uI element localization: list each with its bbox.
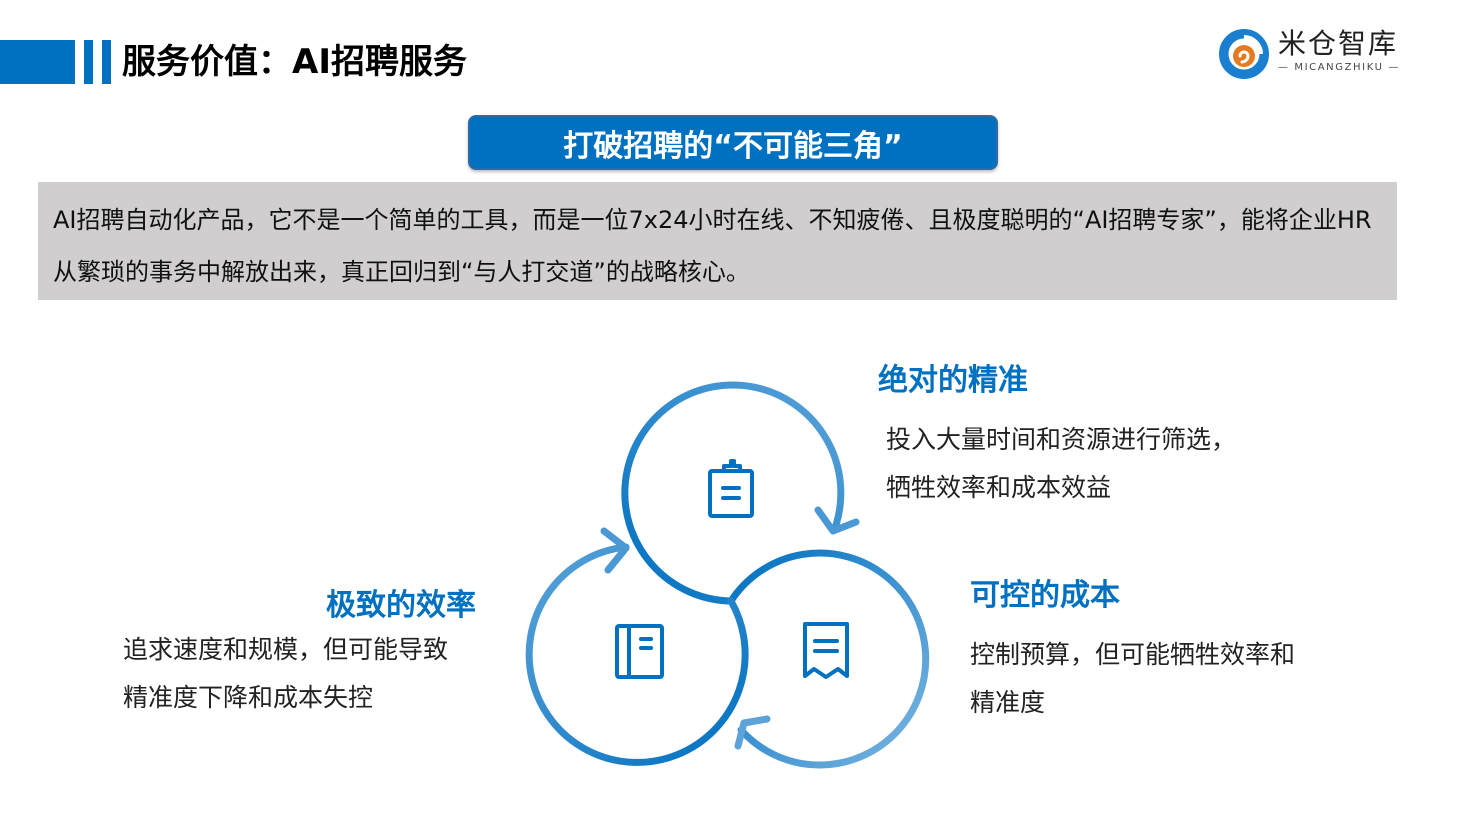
impossible-triangle-banner: 打破招聘的“不可能三角” <box>468 115 998 170</box>
intro-box: AI招聘自动化产品，它不是一个简单的工具，而是一位7x24小时在线、不知疲倦、且… <box>38 182 1397 300</box>
precision-desc-line: 投入大量时间和资源进行筛选， <box>886 425 1237 454</box>
notebook-icon <box>615 624 664 679</box>
precision-title: 绝对的精准 <box>878 363 1028 398</box>
header-accent-stripe <box>84 40 93 84</box>
precision-description: 投入大量时间和资源进行筛选， 牺牲效率和成本效益 <box>886 416 1236 512</box>
swirl-logo-icon <box>1219 29 1269 79</box>
precision-desc-line: 牺牲效率和成本效益 <box>886 473 1112 502</box>
logo-name-en: — MICANGZHIKU — <box>1278 62 1400 73</box>
receipt-icon <box>803 622 849 679</box>
efficiency-desc-line: 精准度下降和成本失控 <box>123 683 374 712</box>
circle-cost <box>727 549 930 769</box>
logo-name-cn: 米仓智库 <box>1278 27 1399 60</box>
circle-efficiency <box>525 527 749 766</box>
banner-title: 打破招聘的“不可能三角” <box>563 128 903 164</box>
header-accent-bar <box>0 40 75 84</box>
header-accent-stripe <box>102 40 111 84</box>
cost-title: 可控的成本 <box>970 578 1120 613</box>
circle-precision <box>621 381 860 605</box>
page-title: 服务价值：AI招聘服务 <box>122 42 467 82</box>
clipboard-icon <box>708 459 754 518</box>
cost-desc-line: 精准度 <box>970 688 1046 717</box>
cost-desc-line: 控制预算，但可能牺牲效率和 <box>970 640 1296 669</box>
efficiency-description: 追求速度和规模，但可能导致 精准度下降和成本失控 <box>123 626 448 722</box>
efficiency-desc-line: 追求速度和规模，但可能导致 <box>123 635 449 664</box>
intro-text: AI招聘自动化产品，它不是一个简单的工具，而是一位7x24小时在线、不知疲倦、且… <box>53 206 1372 286</box>
efficiency-title: 极致的效率 <box>326 588 476 623</box>
brand-logo: 米仓智库 — MICANGZHIKU — <box>1218 26 1408 80</box>
cost-description: 控制预算，但可能牺牲效率和 精准度 <box>970 631 1295 727</box>
